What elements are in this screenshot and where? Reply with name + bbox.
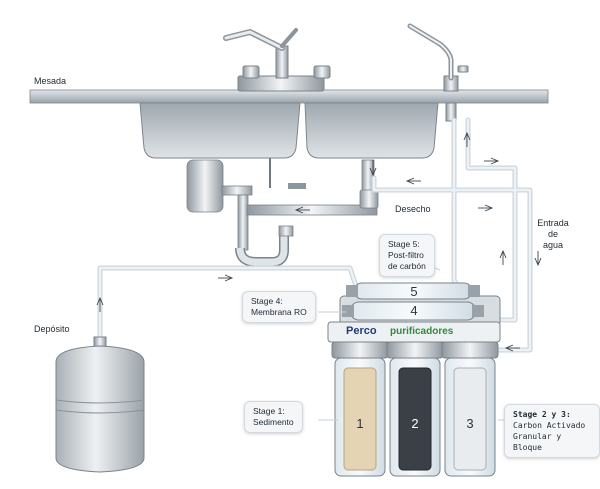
stage-4-title: Stage 4:	[251, 296, 283, 306]
canister-3-number: 3	[466, 416, 474, 431]
stage-23-callout: Stage 2 y 3: Carbon Activado Granular y …	[504, 404, 600, 458]
stage-1-line-1: Sedimento	[253, 417, 294, 427]
post-filter-cylinder	[346, 282, 480, 300]
stage-23-line-2: Granular y Bloque	[513, 432, 562, 452]
stage-5-title: Stage 5:	[388, 239, 420, 249]
stage-4-callout: Stage 4: Membrana RO	[242, 291, 316, 323]
main-faucet	[223, 28, 331, 92]
entrada-line-1: Entrada	[537, 218, 569, 228]
stage-23-line-1: Carbon Activado	[513, 421, 586, 430]
canister-1-number: 1	[356, 416, 364, 431]
ro-faucet	[407, 23, 469, 122]
entrada-line-2: de	[547, 229, 558, 239]
canister-2	[389, 357, 441, 477]
ro-membrane-cylinder	[342, 301, 484, 321]
stage-4-number: 4	[410, 303, 418, 318]
drain-pipes	[186, 159, 379, 267]
stage-5-number: 5	[410, 284, 418, 299]
stage-1-callout: Stage 1: Sedimento	[244, 401, 303, 433]
brand-sub: purificadores	[390, 326, 454, 337]
stage-23-title: Stage 2 y 3:	[513, 410, 571, 419]
stage-5-line-1: Post-filtro	[388, 250, 424, 260]
canister-2-number: 2	[411, 416, 419, 431]
mesada-label: Mesada	[34, 76, 67, 86]
canister-1	[334, 357, 386, 477]
right-basin	[304, 102, 439, 159]
entrada-line-3: agua	[542, 240, 564, 250]
deposito-label: Depósito	[34, 324, 70, 334]
stage-1-title: Stage 1:	[253, 406, 285, 416]
countertop	[29, 89, 549, 104]
canister-3	[444, 357, 496, 477]
entrada-agua-label: Entrada de agua	[532, 218, 574, 251]
storage-tank	[55, 336, 145, 473]
left-basin	[139, 102, 301, 159]
stage-5-line-2: de carbón	[388, 261, 426, 271]
stage-5-callout: Stage 5: Post-filtro de carbón	[379, 234, 435, 277]
desecho-label: Desecho	[395, 204, 431, 214]
stage-4-line-1: Membrana RO	[251, 307, 307, 317]
brand-name: Perco	[346, 325, 377, 337]
flow-arrows	[96, 131, 542, 352]
